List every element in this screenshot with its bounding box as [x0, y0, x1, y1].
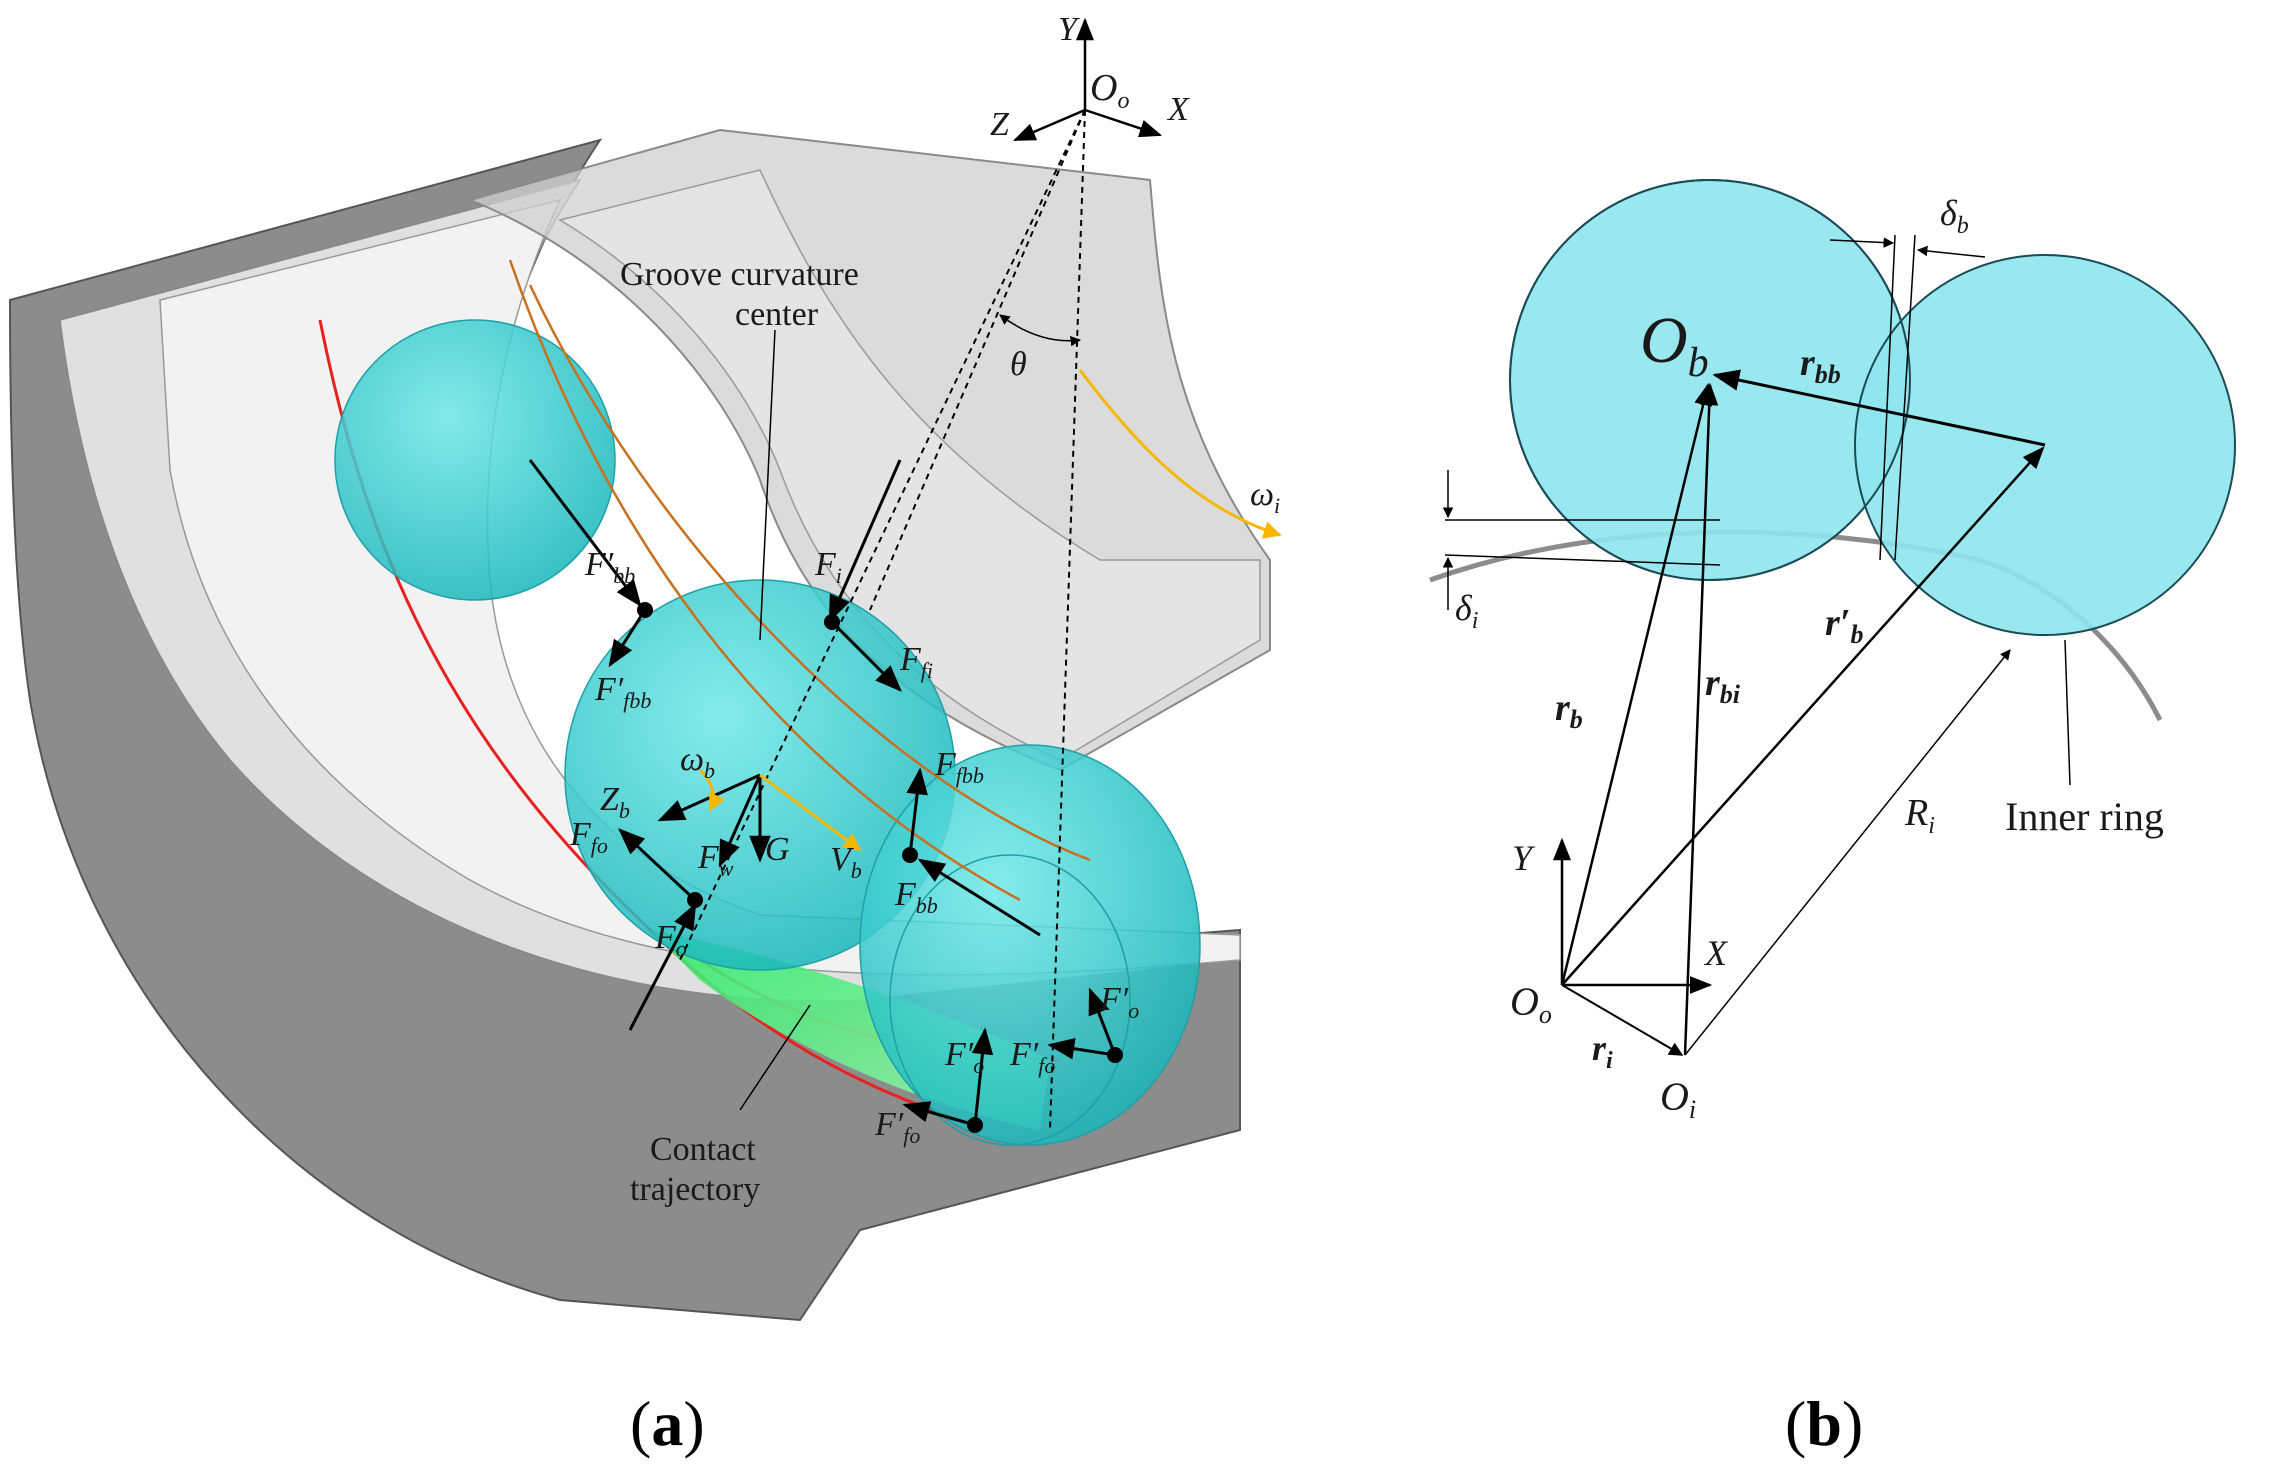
label-F-fbb: Ffbb	[934, 746, 984, 788]
arrow-F-i	[828, 459, 902, 623]
arrow-F-prime-fo-mid	[1047, 1038, 1116, 1060]
vector-r-i	[1561, 984, 1684, 1056]
arrow-F-prime-fo-low	[902, 1101, 976, 1127]
vector-r-bb	[1712, 369, 2046, 447]
dashed-line-2	[869, 109, 1086, 611]
label-F-prime-bb: F′bb	[584, 546, 635, 588]
label-axis-z: Z	[990, 106, 1010, 143]
label-G: G	[765, 831, 790, 868]
ball-lower-rim	[889, 854, 1131, 1146]
label-axis-b-y: Y	[1512, 838, 1536, 878]
arrow-F-o	[628, 902, 697, 1031]
delta-b-arrow-1	[1829, 237, 1895, 248]
theta-arc	[999, 314, 1082, 347]
label-r-i: ri	[1592, 1028, 1613, 1074]
label-axis-x: X	[1166, 91, 1190, 128]
omega-i-arrow	[1078, 369, 1282, 539]
label-r-b: rb	[1555, 687, 1583, 734]
label-F-o: Fo	[654, 919, 687, 961]
vector-R-i	[1684, 649, 2011, 1056]
label-omega-i: ωi	[1250, 476, 1280, 518]
arrow-F-prime-bb	[528, 459, 642, 608]
arrow-F-fo	[618, 828, 697, 902]
label-F-fo: Ffo	[569, 816, 608, 858]
label-F-fi: Ffi	[899, 641, 933, 683]
groove-leader	[759, 329, 776, 641]
label-F-i: Fi	[814, 546, 842, 588]
arrow-F-bb	[917, 858, 1041, 937]
label-r-prime-b: r′b	[1825, 602, 1863, 649]
inner-ring-groove	[558, 169, 1261, 761]
dashed-line-1	[679, 109, 1086, 961]
label-r-bi: rbi	[1705, 662, 1741, 709]
delta-b-ext-2	[1894, 234, 1916, 561]
delta-b-arrow-2	[1916, 245, 1986, 258]
axis-x-arrow	[1084, 108, 1163, 138]
caption-b: (b)	[1785, 1388, 1863, 1459]
label-Z-b: Zb	[600, 781, 630, 823]
panel-b: Ob δb rbb δi r′b rb rbi Ri Inner ring Y …	[1429, 179, 2236, 1459]
label-O-b: Ob	[1640, 304, 1709, 386]
label-axis-b-x: X	[1703, 933, 1729, 973]
arrow-F-prime-fbb	[608, 609, 647, 668]
label-O-i: Oi	[1660, 1074, 1696, 1124]
ball-b-overlap-outline	[1509, 179, 1911, 581]
label-R-i: Ri	[1904, 792, 1935, 839]
arrow-F-prime-o-right	[1088, 987, 1117, 1056]
omega-b-arrow	[698, 768, 726, 812]
contact-leader	[739, 1004, 811, 1111]
label-F-prime-o-right: F′o	[1099, 981, 1139, 1023]
delta-b-ext-1	[1879, 234, 1896, 561]
groove-curve-2	[528, 284, 1091, 862]
label-F-bb: Fbb	[894, 876, 938, 918]
caption-a: (a)	[630, 1388, 705, 1459]
arrow-F-w	[718, 774, 762, 868]
vector-r-b	[1560, 382, 1712, 986]
ball-upper	[334, 319, 616, 601]
label-contact-line2: trajectory	[630, 1171, 760, 1208]
label-axis-y: Y	[1058, 11, 1080, 48]
axis-z-arrow	[1012, 108, 1086, 142]
label-F-w: Fw	[697, 839, 734, 881]
panel-a: Y Z X Oo θ ωi Groove curvature center Co…	[8, 11, 1282, 1459]
dashed-line-3	[1049, 109, 1086, 1131]
arrow-V-b	[759, 773, 862, 852]
label-origin: Oo	[1090, 67, 1129, 114]
label-r-bb: rbb	[1800, 342, 1841, 389]
label-O-o: Oo	[1510, 979, 1552, 1029]
label-delta-i: δi	[1455, 588, 1478, 634]
inner-ring-leader	[2064, 639, 2071, 786]
arrow-F-prime-o-low	[971, 1027, 994, 1126]
label-theta: θ	[1010, 346, 1027, 383]
label-groove-line1: Groove curvature	[620, 256, 859, 293]
label-F-prime-fo-low: F′fo	[874, 1106, 920, 1148]
label-omega-b: ωb	[680, 741, 715, 783]
vector-r-bi	[1683, 382, 1719, 1056]
vector-r-prime-b	[1561, 446, 2045, 986]
label-groove-line2: center	[735, 296, 819, 333]
arrow-F-fbb	[906, 767, 928, 856]
label-F-prime-fo-mid: F′fo	[1009, 1036, 1055, 1078]
label-F-prime-o-low: F′o	[944, 1036, 984, 1078]
arrow-F-fi	[830, 620, 902, 692]
label-contact-line1: Contact	[650, 1131, 756, 1168]
ball-lower	[859, 744, 1201, 1146]
label-delta-b: δb	[1940, 193, 1969, 239]
label-inner-ring: Inner ring	[2005, 794, 2164, 839]
label-F-prime-fbb: F′fbb	[594, 671, 651, 713]
delta-i-ext-2	[1444, 554, 1721, 566]
